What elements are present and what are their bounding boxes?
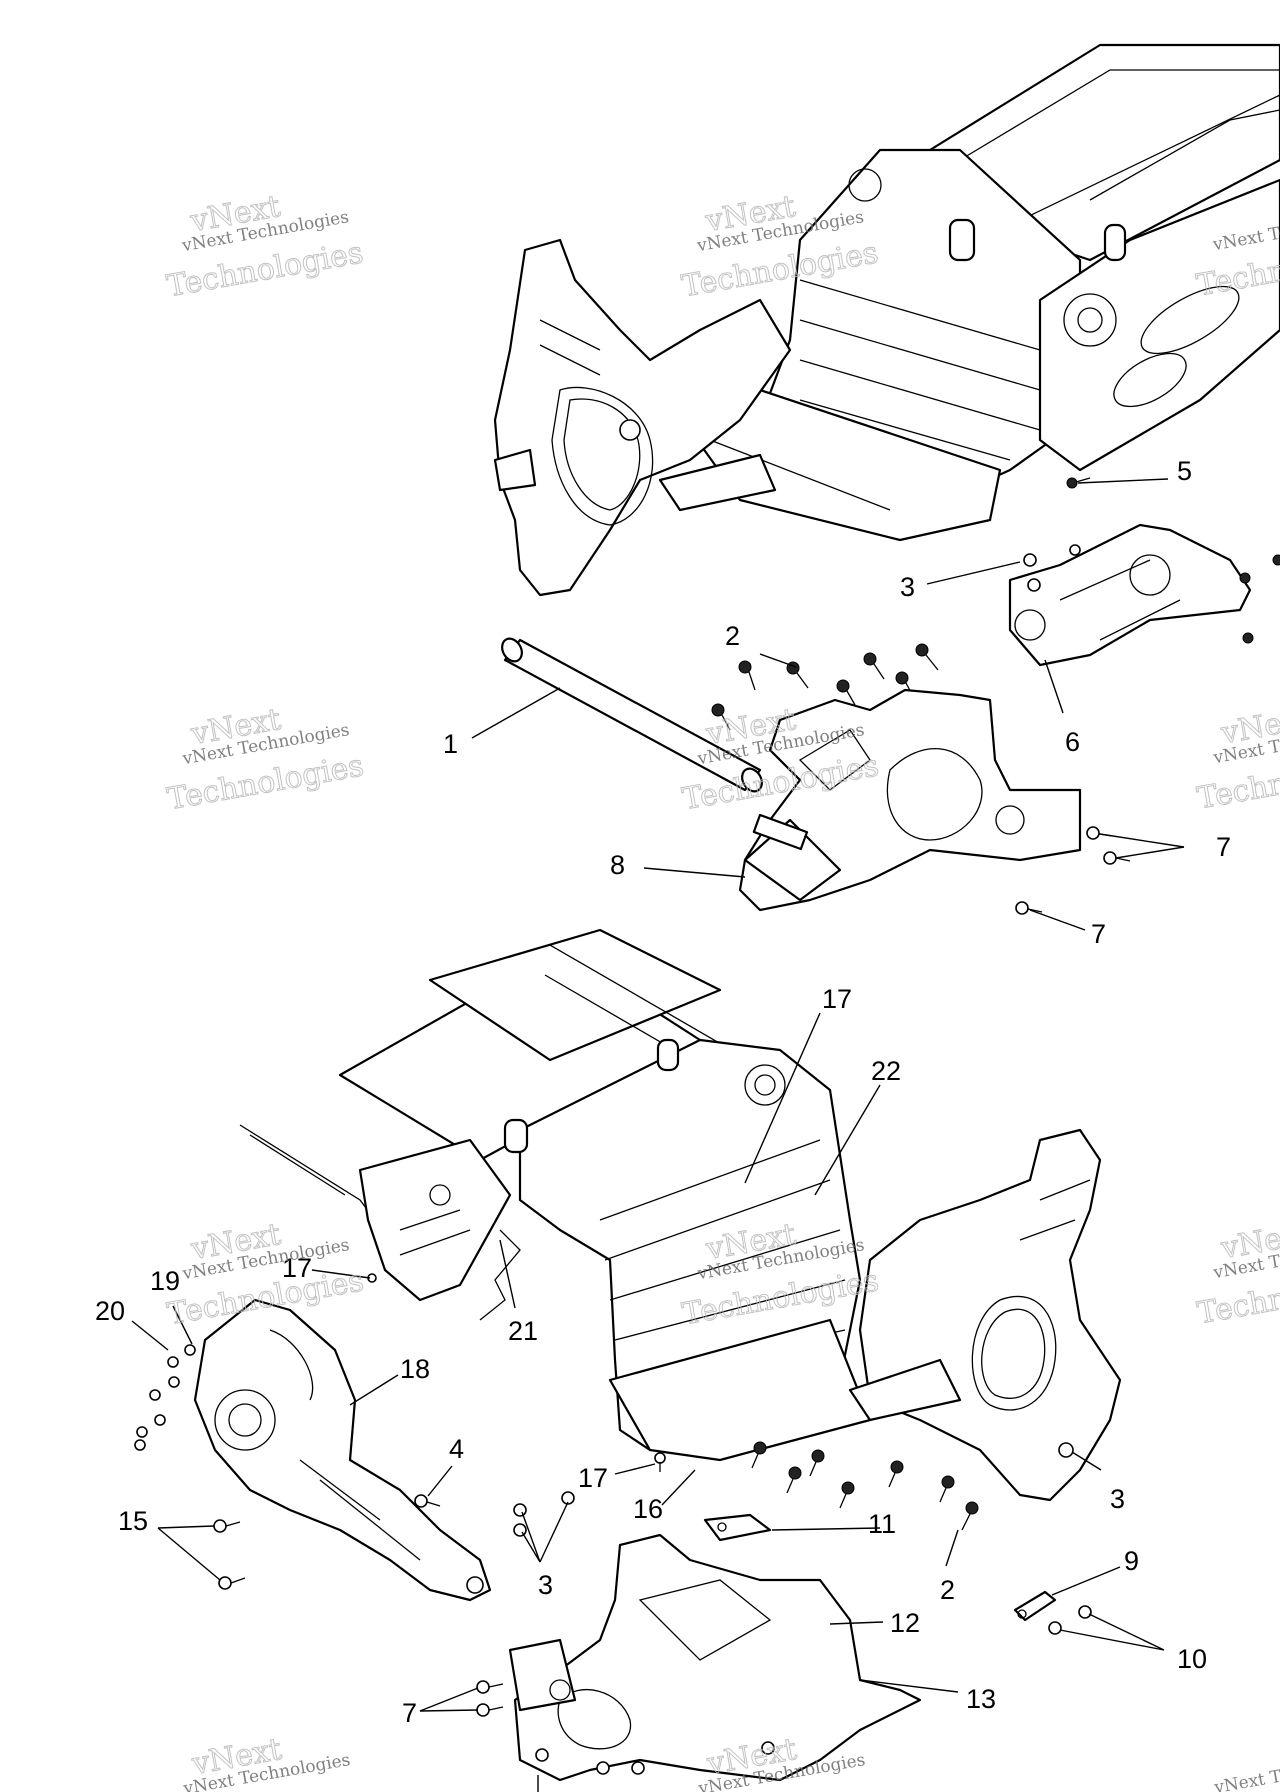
watermark-small: vNext Technologies xyxy=(1212,1749,1280,1792)
callout-8: 8 xyxy=(610,850,625,880)
callout-21-label: 21 xyxy=(508,1316,538,1346)
bolts-10 xyxy=(1048,1605,1092,1635)
nuts-19-20 xyxy=(134,1344,196,1451)
callout-16: 16 xyxy=(633,1494,663,1524)
callout-labels: 5 3 2 6 1 7 8 7 17 22 17 19 20 21 18 4 1… xyxy=(95,456,1231,1728)
crossmember-8 xyxy=(738,688,1082,912)
callout-6: 6 xyxy=(1065,727,1080,757)
bolts-2-upper xyxy=(711,643,939,731)
bracket-11 xyxy=(703,1513,772,1542)
callout-17-bottom: 17 xyxy=(578,1463,608,1493)
callout-15: 15 xyxy=(118,1506,148,1536)
callout-3-right: 3 xyxy=(1110,1484,1125,1514)
bolt-5 xyxy=(1066,477,1091,489)
callout-7-upper-bottom: 7 xyxy=(1091,919,1106,949)
callout-5: 5 xyxy=(1177,456,1192,486)
crossmember-13 xyxy=(508,1533,922,1782)
bolt-15b xyxy=(218,1576,246,1590)
screw-17-lower xyxy=(654,1452,666,1472)
callout-17-top: 17 xyxy=(822,984,852,1014)
callout-17-left: 17 xyxy=(282,1253,312,1283)
callout-9: 9 xyxy=(1124,1546,1139,1576)
plate-21 xyxy=(358,1138,521,1321)
bracket-6 xyxy=(1008,523,1280,667)
link-9 xyxy=(1013,1590,1057,1622)
callout-12: 12 xyxy=(890,1608,920,1638)
callout-7-lower: 7 xyxy=(402,1698,417,1728)
callout-2-lower: 2 xyxy=(940,1575,955,1605)
shaft-1 xyxy=(501,637,763,793)
callout-11: 11 xyxy=(868,1509,896,1539)
callout-3-left: 3 xyxy=(538,1570,553,1600)
housing-18 xyxy=(193,1298,492,1602)
upper-chassis xyxy=(493,43,1280,597)
callout-10: 10 xyxy=(1177,1644,1207,1674)
callout-7-upper-right: 7 xyxy=(1216,832,1231,862)
bolt-4 xyxy=(414,1494,441,1508)
callout-3-upper: 3 xyxy=(900,572,915,602)
callout-20: 20 xyxy=(95,1296,125,1326)
leader-lines xyxy=(131,478,1185,1792)
bolts-2-lower xyxy=(751,1441,979,1531)
callout-1: 1 xyxy=(443,729,458,759)
callout-2-upper: 2 xyxy=(725,621,740,651)
bolts-7-lower xyxy=(476,1680,775,1775)
lower-chassis xyxy=(239,928,1122,1502)
callout-19: 19 xyxy=(150,1266,180,1296)
callout-4: 4 xyxy=(449,1434,464,1464)
nuts-3-left xyxy=(513,1491,575,1537)
callout-18: 18 xyxy=(400,1354,430,1384)
bolt-15a xyxy=(213,1519,241,1533)
callout-22: 22 xyxy=(871,1056,901,1086)
callout-13: 13 xyxy=(966,1684,996,1714)
